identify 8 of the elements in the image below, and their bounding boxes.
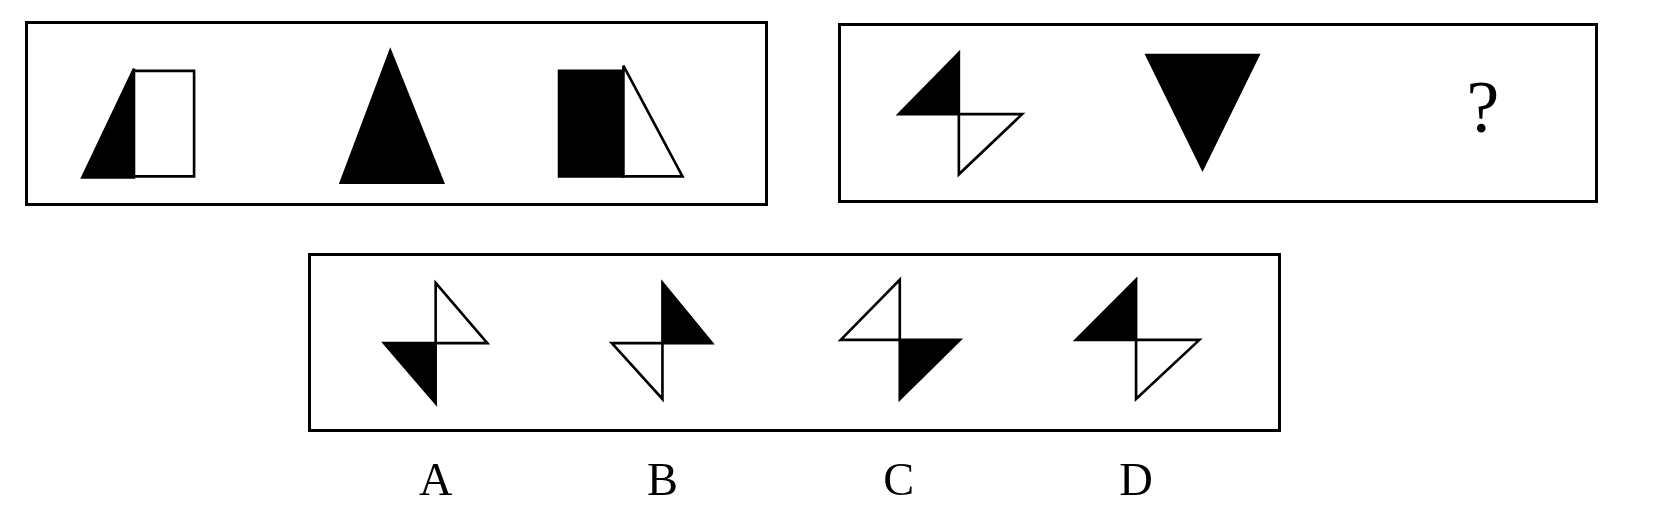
question-mark: ? xyxy=(1466,71,1500,146)
option-letter: D xyxy=(1119,456,1153,504)
puzzle-panel xyxy=(25,21,768,206)
puzzle-panel xyxy=(837,23,1599,203)
option-letter: B xyxy=(646,456,678,504)
option-letter: C xyxy=(883,456,915,504)
option-letter: A xyxy=(418,456,453,504)
puzzle-panel xyxy=(308,253,1281,433)
